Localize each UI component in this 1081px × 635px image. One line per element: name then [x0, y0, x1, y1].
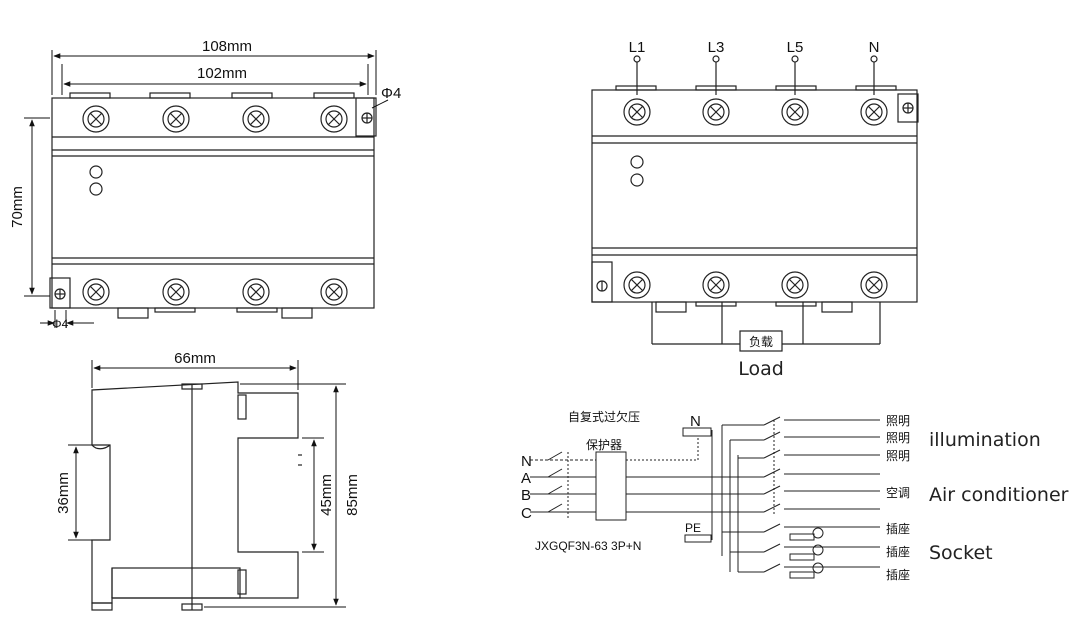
dim-70mm: 70mm [9, 186, 26, 228]
front-screws-bottom [82, 278, 348, 306]
load-box [739, 330, 783, 352]
protector-title-1: 自复式过欠压 [568, 409, 640, 424]
screw-icon [702, 271, 730, 299]
screw-icon [82, 278, 110, 306]
screw-icon [623, 98, 651, 126]
front-ear-top [355, 97, 377, 137]
front-ear-bottom [49, 277, 71, 309]
wiring-view [591, 55, 919, 352]
input-label-a: A [521, 470, 531, 487]
wiring-body [591, 89, 918, 303]
output-label-7: 插座 [886, 567, 910, 582]
dim-45mm: 45mm [318, 474, 335, 516]
wiring-screws-bottom [623, 271, 888, 299]
output-label-6: 插座 [886, 544, 910, 559]
output-label-5: 插座 [886, 521, 910, 536]
input-label-n: N [521, 453, 532, 470]
pe-label: PE [685, 521, 701, 535]
dim-hole-top: Φ4 [381, 85, 401, 102]
group-label-air-conditioner: Air conditioner [929, 484, 1069, 506]
screw-icon [702, 98, 730, 126]
screw-icon [82, 105, 110, 133]
side-outline [91, 381, 299, 604]
output-label-3: 照明 [886, 449, 910, 463]
screw-icon [860, 271, 888, 299]
front-dimensions [24, 50, 389, 328]
output-label-4: 空调 [886, 486, 910, 500]
terminal-label-l1: L1 [629, 39, 646, 56]
input-label-c: C [521, 505, 532, 522]
dim-66mm: 66mm [174, 350, 216, 367]
screw-icon [860, 98, 888, 126]
terminal-label-n: N [869, 39, 880, 56]
front-body [51, 97, 375, 309]
screw-icon [162, 278, 190, 306]
side-view [91, 381, 302, 611]
terminal-label-l5: L5 [787, 39, 804, 56]
front-screws-top [82, 105, 348, 133]
side-dimensions [68, 360, 346, 608]
dim-85mm: 85mm [344, 474, 361, 516]
dim-102mm: 102mm [197, 65, 247, 82]
load-box-label: 负载 [749, 335, 773, 349]
screw-icon [242, 278, 270, 306]
screw-icon [162, 105, 190, 133]
front-view [49, 92, 377, 319]
screw-icon [781, 98, 809, 126]
screw-icon [781, 271, 809, 299]
input-label-b: B [521, 487, 531, 504]
dim-108mm: 108mm [202, 38, 252, 55]
load-label: Load [738, 358, 784, 380]
protector-box [595, 451, 627, 521]
model-label: JXGQF3N-63 3P+N [535, 539, 641, 553]
output-label-1: 照明 [886, 414, 910, 428]
schematic-lines [530, 416, 880, 579]
protector-title-2: 保护器 [586, 438, 622, 452]
screw-icon [320, 105, 348, 133]
terminal-label-l3: L3 [708, 39, 725, 56]
dim-36mm: 36mm [55, 472, 72, 514]
screw-icon [623, 271, 651, 299]
neutral-label: N [690, 413, 701, 430]
dim-hole-bottom: Φ4 [52, 317, 69, 331]
wiring-screws-top [623, 98, 888, 126]
screw-icon [242, 105, 270, 133]
group-label-illumination: illumination [929, 429, 1041, 451]
output-label-2: 照明 [886, 431, 910, 445]
screw-icon [320, 278, 348, 306]
group-label-socket: Socket [929, 542, 993, 564]
